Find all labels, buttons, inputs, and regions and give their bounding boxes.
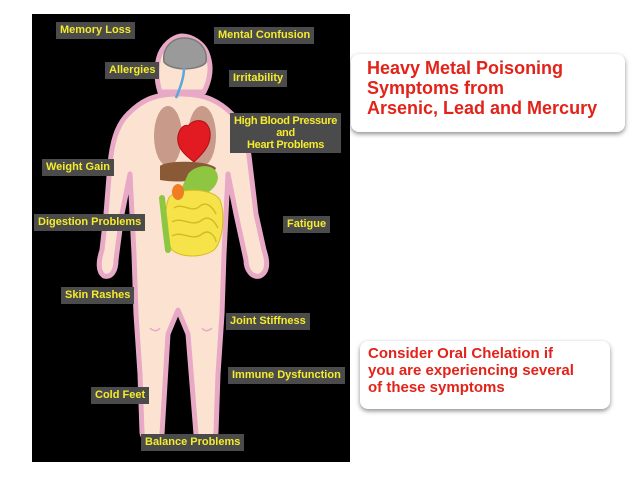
label-high-bp-line3: Heart Problems <box>247 139 325 151</box>
label-high-blood-pressure: High Blood Pressure and Heart Problems <box>230 113 342 153</box>
title-line1: Heavy Metal Poisoning <box>367 58 564 78</box>
label-balance-problems: Balance Problems <box>141 434 245 451</box>
label-mental-confusion: Mental Confusion <box>214 27 315 44</box>
kidney-icon <box>172 184 184 200</box>
human-body-illustration <box>96 33 270 443</box>
nerve-icon <box>174 67 186 99</box>
heart-icon <box>177 120 211 163</box>
diagram-panel <box>32 14 350 462</box>
label-skin-rashes: Skin Rashes <box>61 287 135 304</box>
label-joint-stiffness: Joint Stiffness <box>226 313 310 330</box>
label-high-bp-line1: High Blood Pressure <box>234 115 338 127</box>
label-cold-feet: Cold Feet <box>91 387 150 404</box>
lungs-icon <box>154 106 182 166</box>
label-high-bp-line2: and <box>276 127 295 139</box>
intestine-coils <box>171 203 219 243</box>
advice-line3: of these symptoms <box>368 379 505 396</box>
label-irritability: Irritability <box>229 70 288 87</box>
title-callout: Heavy Metal Poisoning Symptoms from Arse… <box>351 54 625 132</box>
colon-icon <box>159 195 171 253</box>
label-allergies: Allergies <box>105 62 160 79</box>
advice-line1: Consider Oral Chelation if <box>368 345 554 362</box>
title-line3: Arsenic, Lead and Mercury <box>367 98 598 118</box>
advice-callout: Consider Oral Chelation if you are exper… <box>360 341 610 409</box>
label-digestion-problems: Digestion Problems <box>34 214 146 231</box>
title-line2: Symptoms from <box>367 78 505 98</box>
brain-icon <box>163 37 207 70</box>
knee-lines <box>149 327 213 332</box>
label-immune-dysfunction: Immune Dysfunction <box>228 367 345 384</box>
advice-line2: you are experiencing several <box>368 362 574 379</box>
label-weight-gain: Weight Gain <box>42 159 114 176</box>
label-fatigue: Fatigue <box>283 216 331 233</box>
label-memory-loss: Memory Loss <box>56 22 135 39</box>
